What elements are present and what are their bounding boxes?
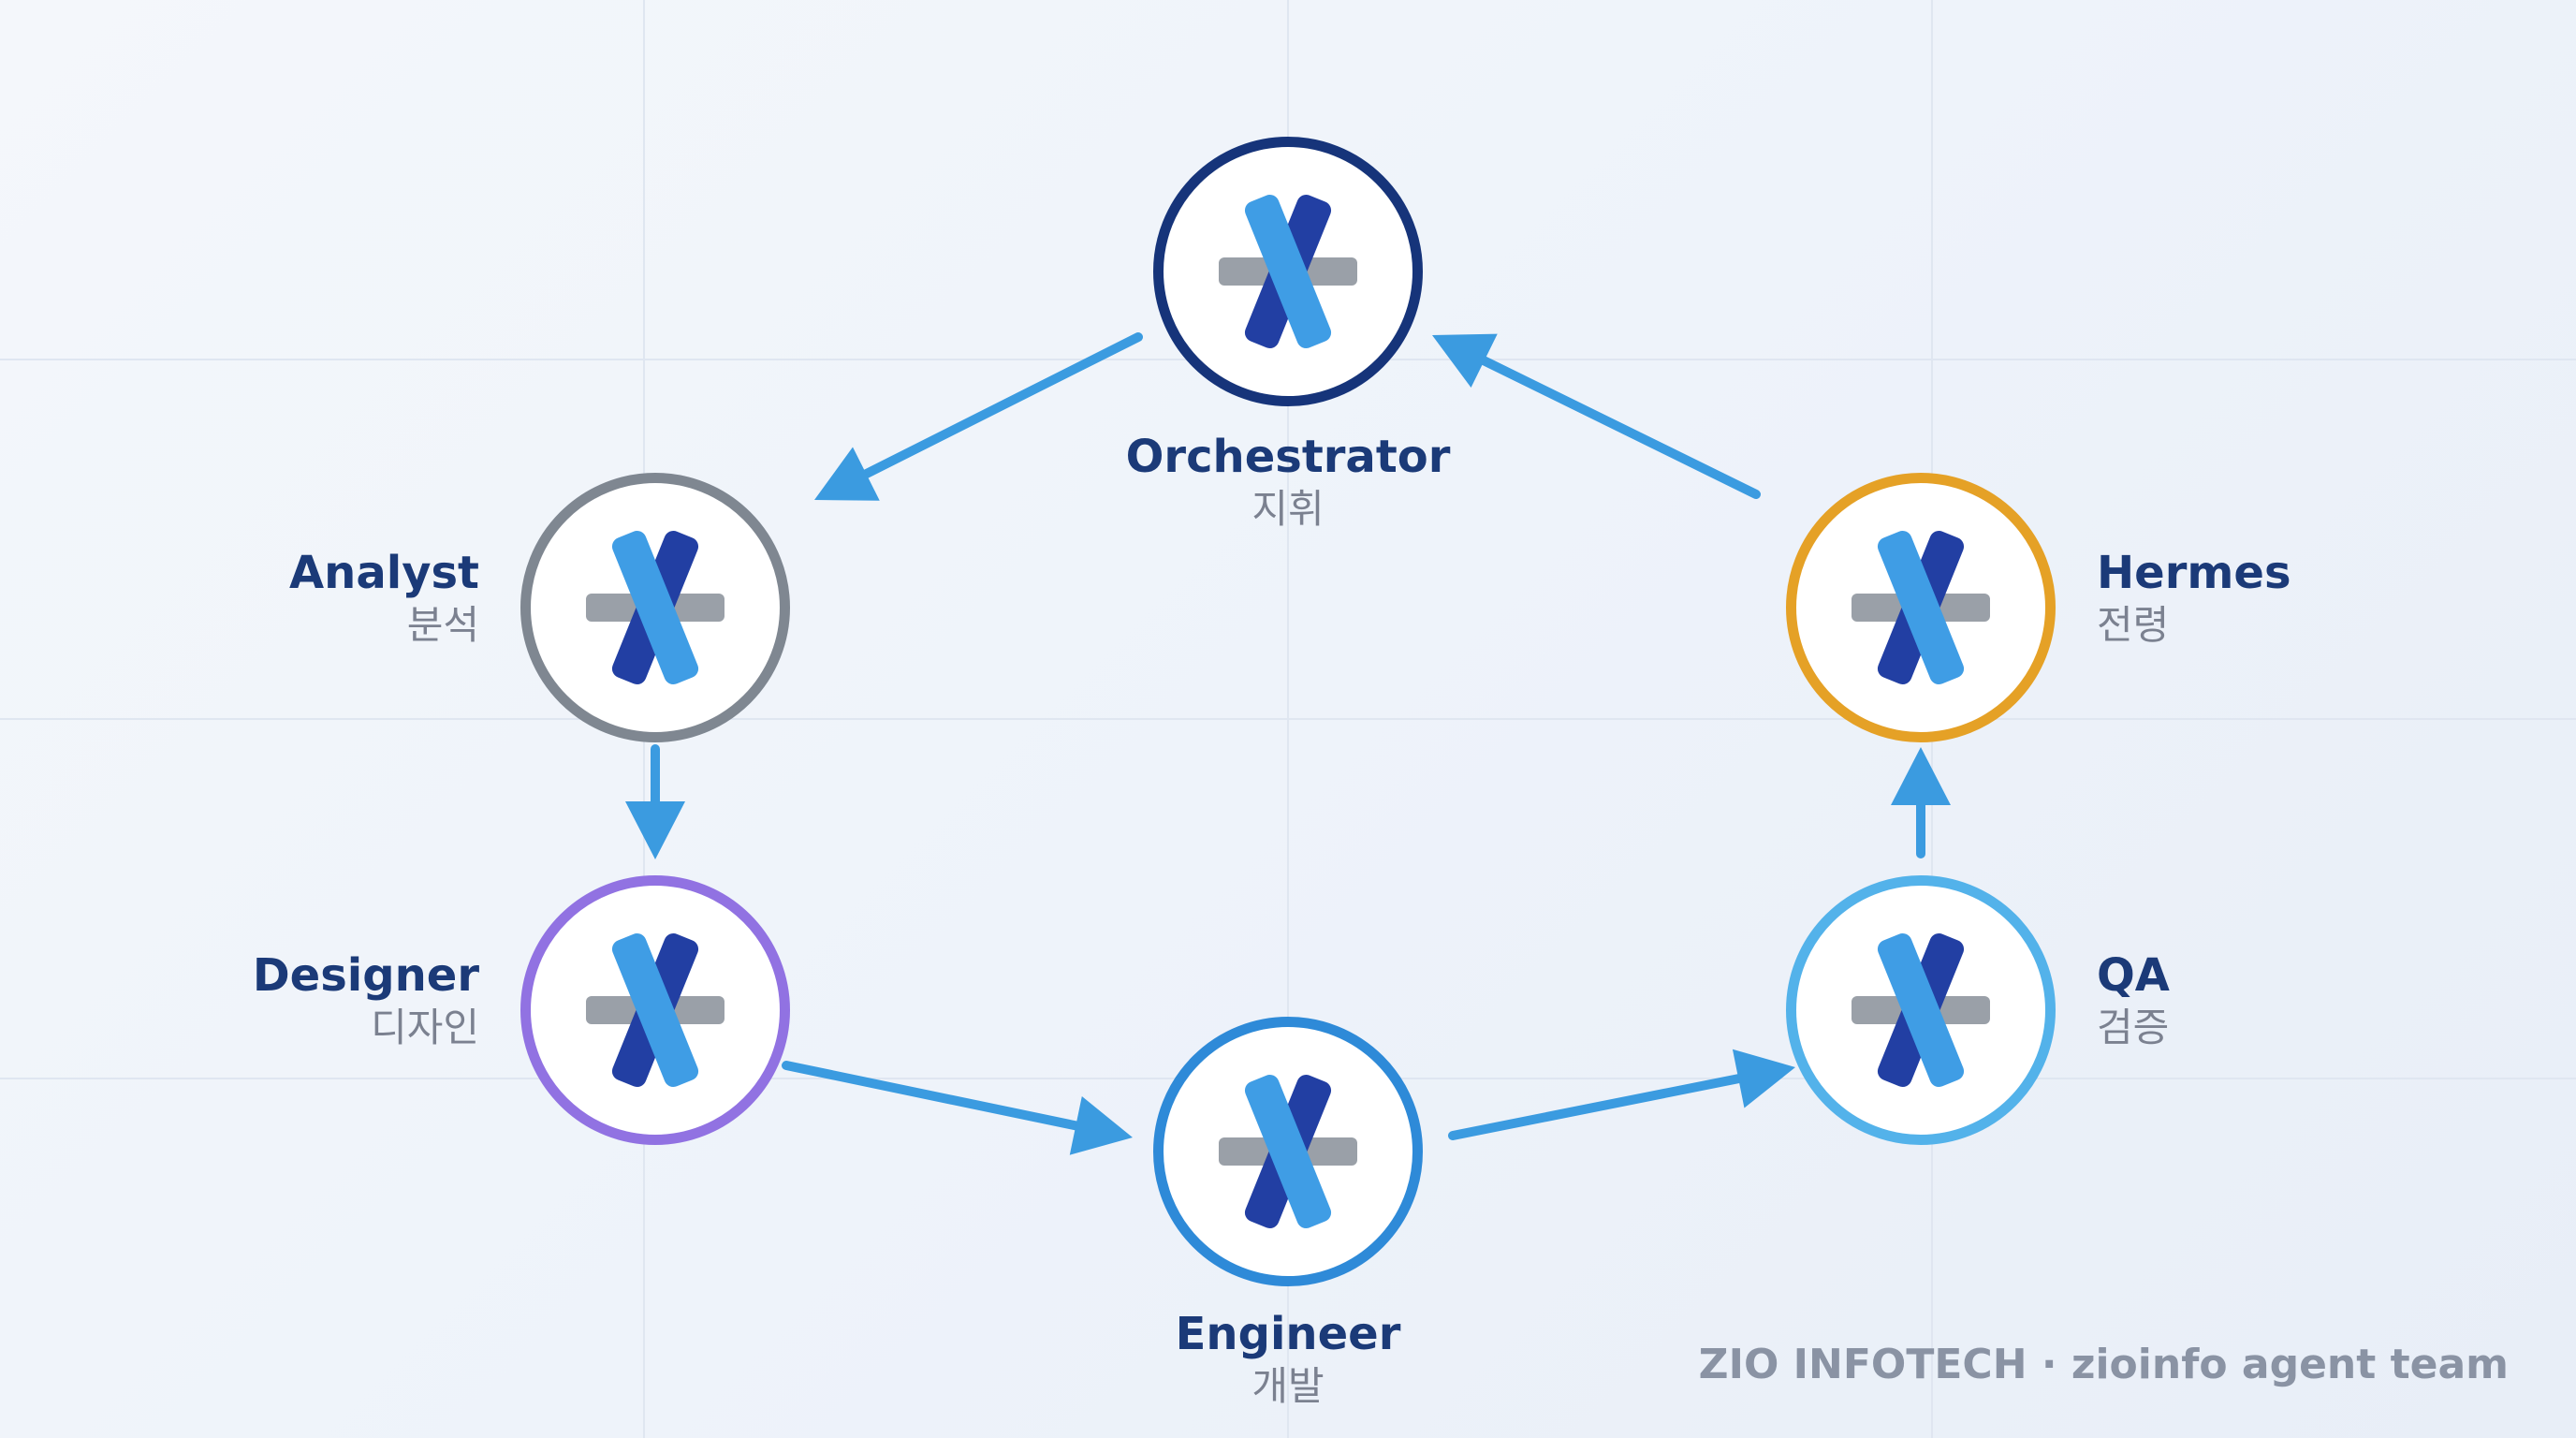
footer-credit: ZIO INFOTECH · zioinfo agent team [1698,1341,2509,1388]
agent-logo-icon [1852,531,1990,684]
edge-designer-to-engineer [782,1061,1133,1155]
node-hermes [1786,473,2056,742]
arrowhead-icon [1432,333,1498,389]
edges [625,332,1951,1155]
node-sublabel: 개발 [1251,1362,1325,1409]
edge-shaft [1448,1073,1748,1140]
nodes [520,137,2056,1286]
node-sublabel: 디자인 [371,1004,479,1050]
edge-shaft [782,1061,1085,1132]
arrowhead-icon [1732,1049,1795,1108]
node-qa [1786,875,2056,1145]
edge-analyst-to-designer [625,744,685,859]
agent-logo-icon [586,933,724,1087]
agent-logo-icon [1219,1075,1357,1228]
node-name: Engineer [1175,1308,1401,1360]
node-sublabel: 분석 [406,601,479,648]
node-sublabel: 지휘 [1251,485,1325,532]
node-engineer [1153,1017,1423,1286]
node-name: Designer [252,949,479,1002]
edge-shaft [1476,354,1761,499]
arrowhead-icon [625,801,685,859]
node-name: Analyst [289,547,479,599]
node-name: Hermes [2097,547,2291,599]
edge-engineer-to-qa [1448,1049,1795,1140]
edge-orchestrator-to-analyst [814,332,1143,501]
node-designer [520,875,790,1145]
node-sublabel: 전령 [2097,601,2170,648]
agent-logo-icon [1852,933,1990,1087]
edge-shaft [857,332,1143,480]
arrowhead-icon [1891,747,1951,805]
agent-logo-icon [1219,195,1357,348]
node-orchestrator [1153,137,1423,406]
node-name: QA [2097,949,2170,1002]
edge-qa-to-hermes [1891,747,1951,858]
node-analyst [520,473,790,742]
arrowhead-icon [1069,1096,1133,1155]
agent-logo-icon [586,531,724,684]
edge-hermes-to-orchestrator [1432,333,1761,499]
arrowhead-icon [814,447,880,501]
node-sublabel: 검증 [2097,1004,2170,1050]
node-name: Orchestrator [1125,431,1451,483]
